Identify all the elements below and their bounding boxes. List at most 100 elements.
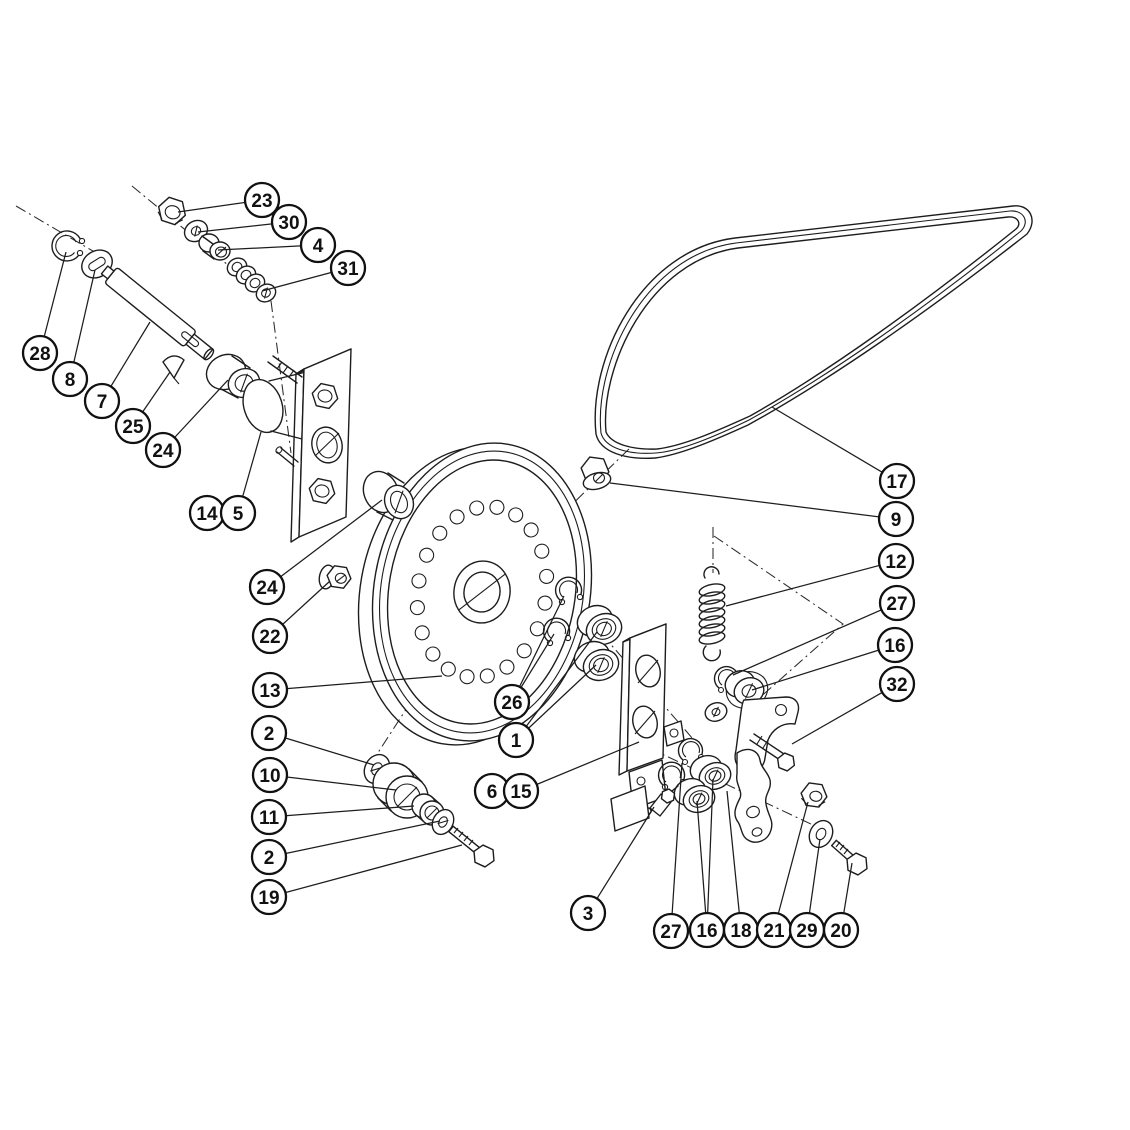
svg-text:1: 1 [511, 731, 522, 752]
part-bushing-24-lower [362, 470, 415, 521]
callout-31: 31 [329, 249, 367, 287]
part-spacer-4 [198, 233, 231, 261]
part-mount-plate-5 [242, 348, 352, 543]
svg-text:5: 5 [233, 504, 244, 525]
svg-text:14: 14 [196, 504, 218, 525]
callout-16-upper: 16 [876, 626, 914, 664]
svg-text:25: 25 [122, 417, 144, 438]
svg-text:13: 13 [259, 681, 280, 702]
callout-26: 26 [493, 683, 531, 721]
callout-8: 8 [51, 360, 89, 398]
svg-text:8: 8 [65, 370, 76, 391]
svg-text:17: 17 [886, 472, 907, 493]
part-hex-nut-21 [800, 782, 828, 808]
callout-6: 6 [473, 772, 511, 810]
svg-text:27: 27 [660, 922, 681, 943]
callout-2a: 2 [250, 714, 288, 752]
part-belt [594, 205, 1033, 459]
svg-text:6: 6 [487, 782, 498, 803]
callout-32: 32 [878, 665, 916, 703]
svg-text:2: 2 [264, 848, 275, 869]
callout-5: 5 [219, 494, 257, 532]
svg-text:4: 4 [313, 236, 324, 257]
part-flange-nut-9 [580, 456, 612, 491]
part-disc-wheel [357, 442, 593, 746]
svg-text:11: 11 [259, 808, 280, 829]
callout-15: 15 [502, 772, 540, 810]
svg-text:31: 31 [337, 259, 359, 280]
svg-text:10: 10 [259, 766, 280, 787]
svg-text:32: 32 [886, 675, 907, 696]
svg-text:19: 19 [258, 888, 279, 909]
callout-10: 10 [251, 756, 289, 794]
svg-text:2: 2 [264, 724, 275, 745]
svg-text:27: 27 [886, 594, 907, 615]
part-idler-plate-15 [618, 623, 685, 810]
callout-20: 20 [822, 911, 860, 949]
svg-text:20: 20 [830, 921, 851, 942]
part-bolt-19 [448, 825, 495, 868]
callout-7: 7 [83, 382, 121, 420]
svg-text:24: 24 [256, 578, 278, 599]
part-bolt-20 [831, 839, 868, 876]
part-blade-plate [610, 785, 650, 832]
callout-24-upper: 24 [144, 431, 182, 469]
svg-text:16: 16 [884, 636, 905, 657]
part-bearing-16-upper [724, 670, 765, 705]
callout-25: 25 [114, 407, 152, 445]
svg-text:28: 28 [29, 344, 50, 365]
svg-text:30: 30 [278, 213, 299, 234]
callout-16-lower: 16 [688, 911, 726, 949]
svg-text:3: 3 [583, 904, 594, 925]
callout-14: 14 [188, 494, 226, 532]
part-spring-12 [698, 566, 726, 662]
part-plate-bolt-top [311, 382, 339, 410]
part-clip-27-lower-a [677, 737, 705, 766]
svg-text:16: 16 [696, 921, 717, 942]
callout-17: 17 [878, 462, 916, 500]
svg-text:15: 15 [510, 782, 532, 803]
callout-3: 3 [569, 894, 607, 932]
svg-text:23: 23 [251, 191, 272, 212]
part-woodruff-key-25 [162, 355, 185, 385]
part-stud-top [267, 355, 303, 384]
callout-27-lower: 27 [652, 912, 690, 950]
part-bearing-16-lower-b [673, 777, 716, 814]
part-stud-32 [749, 733, 796, 772]
callout-13: 13 [251, 671, 289, 709]
callout-29: 29 [788, 911, 826, 949]
part-flange-nut-22 [318, 564, 352, 590]
part-spring-washer-stack-31 [226, 257, 277, 303]
part-washer-2b [431, 808, 455, 836]
part-pin-small [275, 446, 299, 467]
svg-text:7: 7 [97, 392, 108, 413]
svg-text:12: 12 [885, 552, 906, 573]
callout-22: 22 [251, 617, 289, 655]
svg-text:29: 29 [796, 921, 817, 942]
part-grease-fitting-3 [644, 785, 679, 817]
part-pulley-1b [573, 640, 620, 682]
callout-18: 18 [722, 911, 760, 949]
callout-2b: 2 [250, 838, 288, 876]
callout-12: 12 [877, 542, 915, 580]
callout-28: 28 [21, 334, 59, 372]
svg-text:26: 26 [501, 693, 522, 714]
part-retaining-ring-28 [51, 230, 86, 262]
callout-9: 9 [877, 500, 915, 538]
callout-19: 19 [250, 878, 288, 916]
svg-text:22: 22 [259, 627, 280, 648]
part-bearing-16-lower-a [689, 754, 732, 791]
svg-text:21: 21 [763, 921, 785, 942]
part-pulley-1a [576, 604, 623, 646]
callout-11: 11 [250, 798, 288, 836]
callout-21: 21 [755, 911, 793, 949]
part-shaft-7 [100, 265, 215, 361]
callouts: 23 30 4 31 28 8 7 25 24 14 5 24 22 13 2 … [21, 181, 916, 950]
callout-1: 1 [497, 721, 535, 759]
part-link-21 [734, 748, 773, 843]
callout-30: 30 [270, 203, 308, 241]
part-washer-29 [808, 819, 834, 849]
part-hex-nut-23 [157, 196, 187, 226]
callout-4: 4 [299, 226, 337, 264]
